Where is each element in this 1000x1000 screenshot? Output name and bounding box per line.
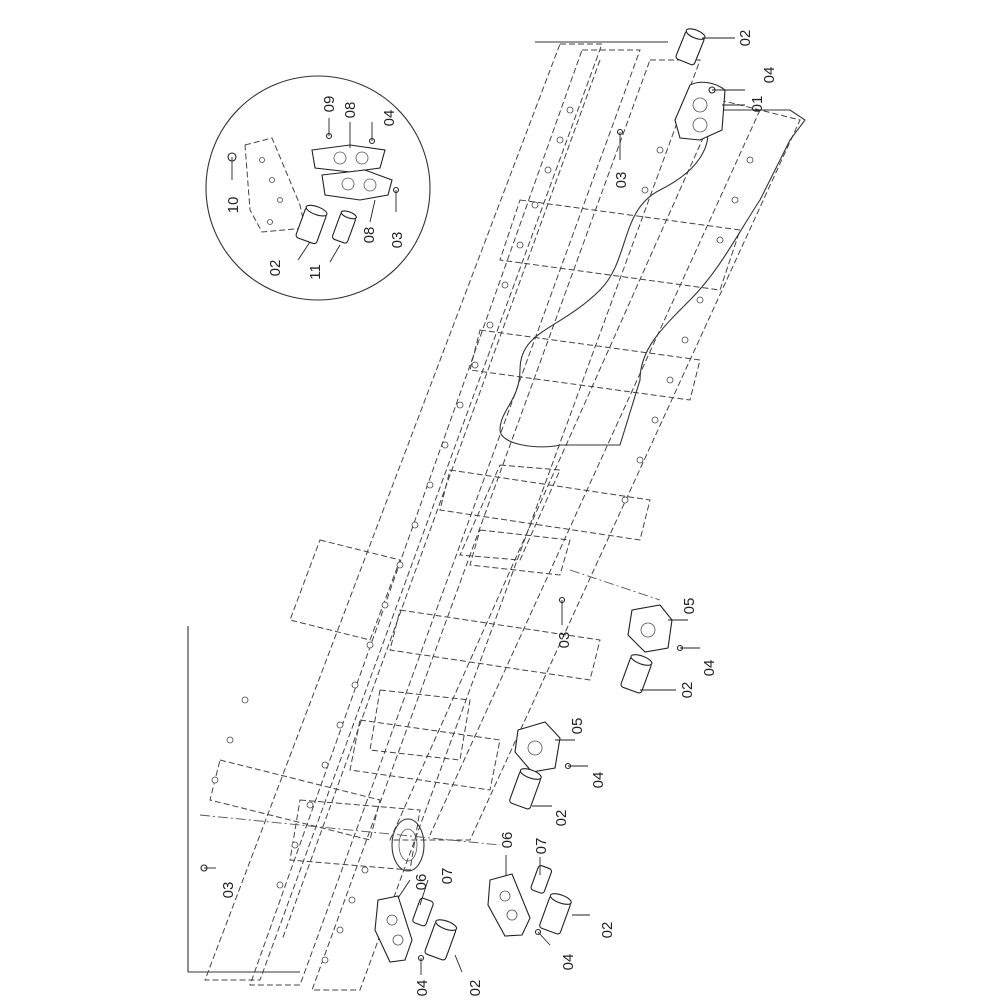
chassis-frame: [199, 43, 806, 991]
callout-det-09: 09: [321, 96, 338, 113]
lower-parts: [509, 721, 572, 810]
callout-b1-04: 04: [414, 980, 431, 997]
callout-det-04: 04: [381, 110, 398, 127]
callout-b2-04: 04: [560, 954, 577, 971]
callout-b1-02: 02: [467, 980, 484, 997]
callout-low-05: 05: [569, 718, 586, 735]
callout-det-03: 03: [389, 232, 406, 249]
callout-b2-06: 06: [499, 832, 516, 849]
callout-b2-02: 02: [599, 922, 616, 939]
callout-top-02: 02: [737, 30, 754, 47]
top-right-parts: [616, 28, 726, 141]
callout-top-03: 03: [613, 172, 630, 189]
callout-top-04: 04: [761, 67, 778, 84]
bottom-right-parts: [487, 865, 572, 937]
callout-mid-03: 03: [556, 632, 573, 649]
detail-view: [205, 75, 431, 301]
frame-border: [187, 41, 668, 973]
callout-det-08b: 08: [361, 227, 378, 244]
callout-labels: 02 04 01 03 09 08 04 10 02 11 08 03 03 0…: [220, 30, 778, 997]
callout-det-08a: 08: [342, 102, 359, 119]
callout-b1-06: 06: [413, 874, 430, 891]
callout-top-01: 01: [749, 96, 766, 113]
callout-det-11: 11: [307, 264, 324, 280]
callout-b2-07: 07: [533, 838, 550, 855]
rail-holes: [211, 106, 754, 964]
callout-mid-05: 05: [681, 598, 698, 615]
callout-low-04: 04: [590, 772, 607, 789]
callout-low-02: 02: [553, 810, 570, 827]
callout-mid-02: 02: [679, 682, 696, 699]
callout-det-10: 10: [225, 197, 242, 214]
callout-bl-03: 03: [220, 882, 237, 899]
leader-lines: [204, 37, 745, 975]
callout-b1-07: 07: [439, 868, 456, 885]
callout-mid-04: 04: [701, 660, 718, 677]
mid-parts: [558, 569, 684, 694]
callout-det-02: 02: [267, 260, 284, 277]
bottom-left-parts: [200, 864, 458, 963]
